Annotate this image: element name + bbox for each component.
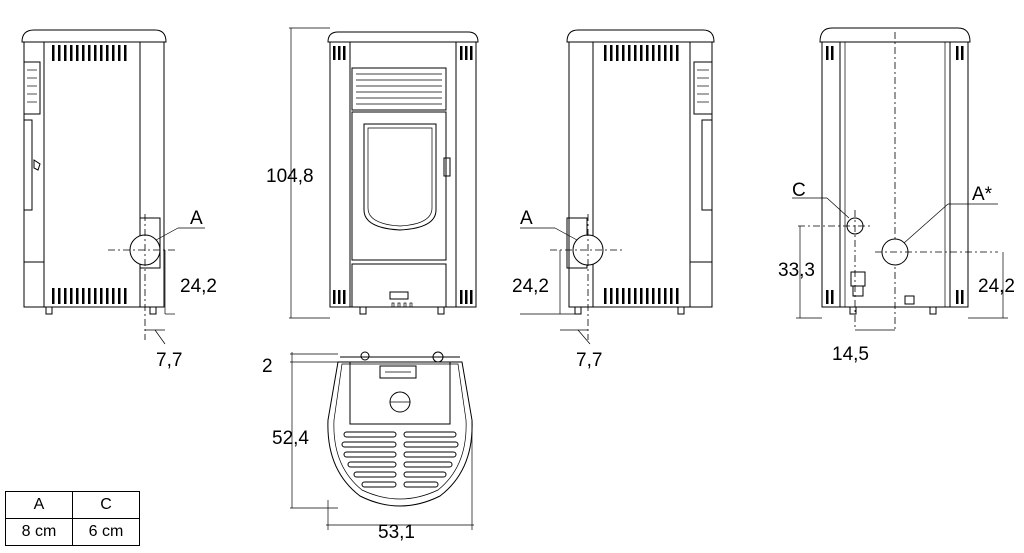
legend-value-c: 6 cm [72,518,140,546]
dim-plan-width: 53,1 [378,522,415,543]
dim-left-height: 24,2 [180,276,217,297]
legend-header-row: A C [5,491,140,519]
dim-plan-depth: 52,4 [272,428,309,449]
legend-header-a: A [5,491,73,519]
dim-front-height: 104,8 [266,166,314,187]
back-view [792,27,1008,331]
plan-vent-slots [341,431,459,488]
label-a-left: A [190,208,203,229]
label-c-back: C [792,180,806,201]
plan-view [290,351,474,530]
dim-back-offset: 14,5 [832,344,869,365]
legend-value-row: 8 cm 6 cm [5,518,140,546]
vent-slots-bottom [52,288,127,304]
dim-right-offset: 7,7 [576,350,602,371]
dim-left-offset: 7,7 [156,350,182,371]
vent-slots-top [52,45,127,61]
outlet-size-legend: A C 8 cm 6 cm [5,491,140,546]
legend-header-c: C [72,491,140,519]
legend-value-a: 8 cm [5,518,73,546]
dim-right-height: 24,2 [512,276,549,297]
vent-slots-top-right [604,45,679,61]
dim-back-a-height: 24,2 [978,276,1015,297]
vent-slots-bottom-right [604,288,679,304]
label-a-right: A [520,208,533,229]
dim-plan-small: 2 [262,356,273,377]
dim-back-c-height: 33,3 [778,260,815,281]
side-view-right [520,29,715,345]
side-view-left [21,29,205,345]
label-a-star-back: A* [972,184,993,205]
front-view [289,27,479,319]
